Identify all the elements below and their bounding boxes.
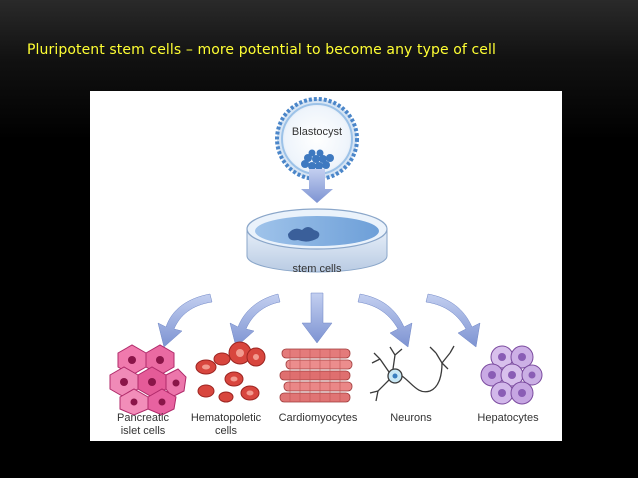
cardiomyocytes-label: Cardiomyocytes [279,412,358,424]
arrow-to-hepatocytes-icon [425,293,481,348]
arrow-to-neurons-icon [357,293,413,348]
arrow-to-dish-icon [301,169,333,203]
hepatocytes-label: Hepatocytes [477,412,539,424]
arrow-to-pancreatic-icon [157,293,213,348]
blastocyst-icon [275,97,359,181]
slide-title: Pluripotent stem cells – more potential … [27,42,496,58]
stem-cell-diagram: Blastocyst stem cells [90,91,562,441]
pancreatic-label-line1: Pancreatic [117,412,169,424]
hematopoietic-cells-icon [195,341,266,403]
diagram-svg: Blastocyst stem cells [109,97,543,437]
stem-cells-label: stem cells [293,263,342,275]
hematopoietic-label-line1: Hematopoletic [191,412,262,424]
arrow-to-cardio-icon [301,292,333,344]
neurons-label: Neurons [390,412,432,424]
hepatocytes-icon [480,345,543,405]
blastocyst-label: Blastocyst [292,126,342,138]
pancreatic-label-line2: islet cells [121,425,166,437]
cardiomyocytes-icon [279,348,353,403]
arrow-to-hematopoietic-icon [229,293,281,348]
petri-dish-icon [246,208,388,273]
pancreatic-cells-icon [109,344,187,416]
neurons-icon [369,345,455,402]
hematopoietic-label-line2: cells [215,425,238,437]
